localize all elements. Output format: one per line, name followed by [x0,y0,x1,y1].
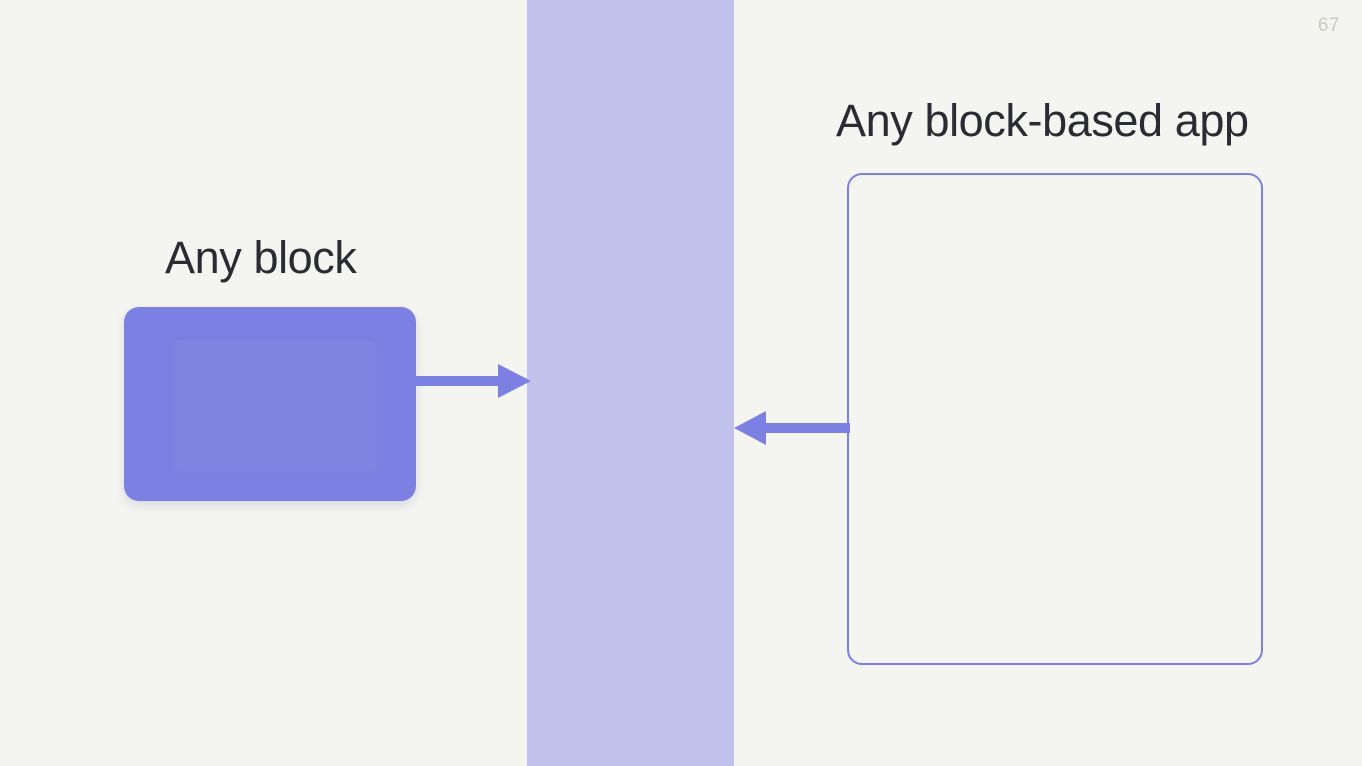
page-number: 67 [1317,15,1340,36]
left-label: Any block [165,232,357,283]
any-block-inner-inset [172,337,378,473]
arrow-right-icon [414,364,531,398]
any-block-shape [124,307,416,501]
arrow-left-icon [734,411,850,445]
right-label: Any block-based app [836,95,1249,146]
any-block-based-app-shape [847,173,1263,665]
center-vertical-band [527,0,734,766]
